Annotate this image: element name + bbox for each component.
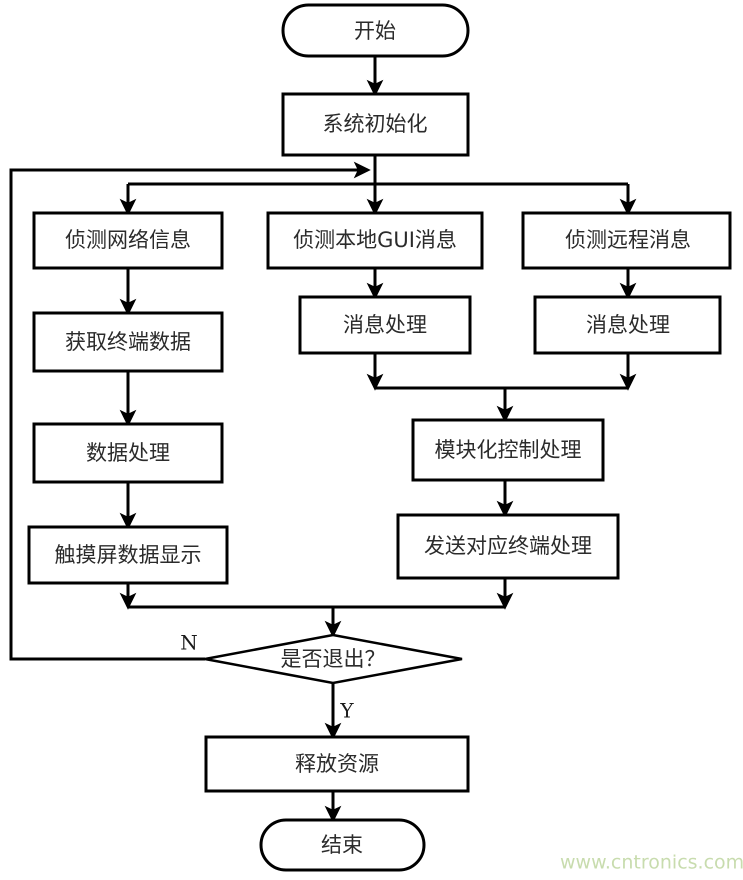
edge-label-no: N xyxy=(180,631,198,655)
node-msg-handle-local-label: 消息处理 xyxy=(343,313,427,337)
node-decision-exit[interactable] xyxy=(204,633,463,685)
node-msg-handle-local[interactable] xyxy=(298,295,472,355)
edge-label-yes: Y xyxy=(339,699,354,723)
node-send-terminal-label: 发送对应终端处理 xyxy=(424,534,592,558)
node-data-process-label: 数据处理 xyxy=(86,441,170,465)
node-start[interactable] xyxy=(281,3,470,58)
node-decision-exit-label: 是否退出？ xyxy=(281,647,386,671)
node-init-label: 系统初始化 xyxy=(323,112,428,136)
node-data-process[interactable] xyxy=(32,422,224,484)
node-detect-remote-label: 侦测远程消息 xyxy=(565,228,691,252)
node-detect-local-gui-label: 侦测本地GUI消息 xyxy=(293,228,457,252)
node-detect-network[interactable] xyxy=(32,211,224,270)
edge-loopback-no xyxy=(9,161,371,661)
node-release-resource[interactable] xyxy=(204,735,470,793)
node-touch-display-label: 触摸屏数据显示 xyxy=(55,543,202,567)
node-end-label: 结束 xyxy=(321,833,363,857)
node-init[interactable] xyxy=(281,92,470,157)
node-detect-network-label: 侦测网络信息 xyxy=(65,228,191,252)
node-get-terminal-data[interactable] xyxy=(32,311,224,373)
node-modular-control[interactable] xyxy=(411,418,605,482)
node-detect-local-gui[interactable] xyxy=(266,211,484,270)
node-start-label: 开始 xyxy=(354,19,396,43)
node-end[interactable] xyxy=(259,818,426,872)
node-touch-display[interactable] xyxy=(27,525,229,585)
node-msg-handle-remote-label: 消息处理 xyxy=(586,313,670,337)
node-detect-remote[interactable] xyxy=(521,211,732,270)
node-release-resource-label: 释放资源 xyxy=(295,752,379,776)
node-get-terminal-data-label: 获取终端数据 xyxy=(65,330,191,354)
node-modular-control-label: 模块化控制处理 xyxy=(435,438,582,462)
node-send-terminal[interactable] xyxy=(396,513,620,580)
watermark-label: www.cntronics.com xyxy=(560,852,743,874)
node-msg-handle-remote[interactable] xyxy=(533,295,722,355)
